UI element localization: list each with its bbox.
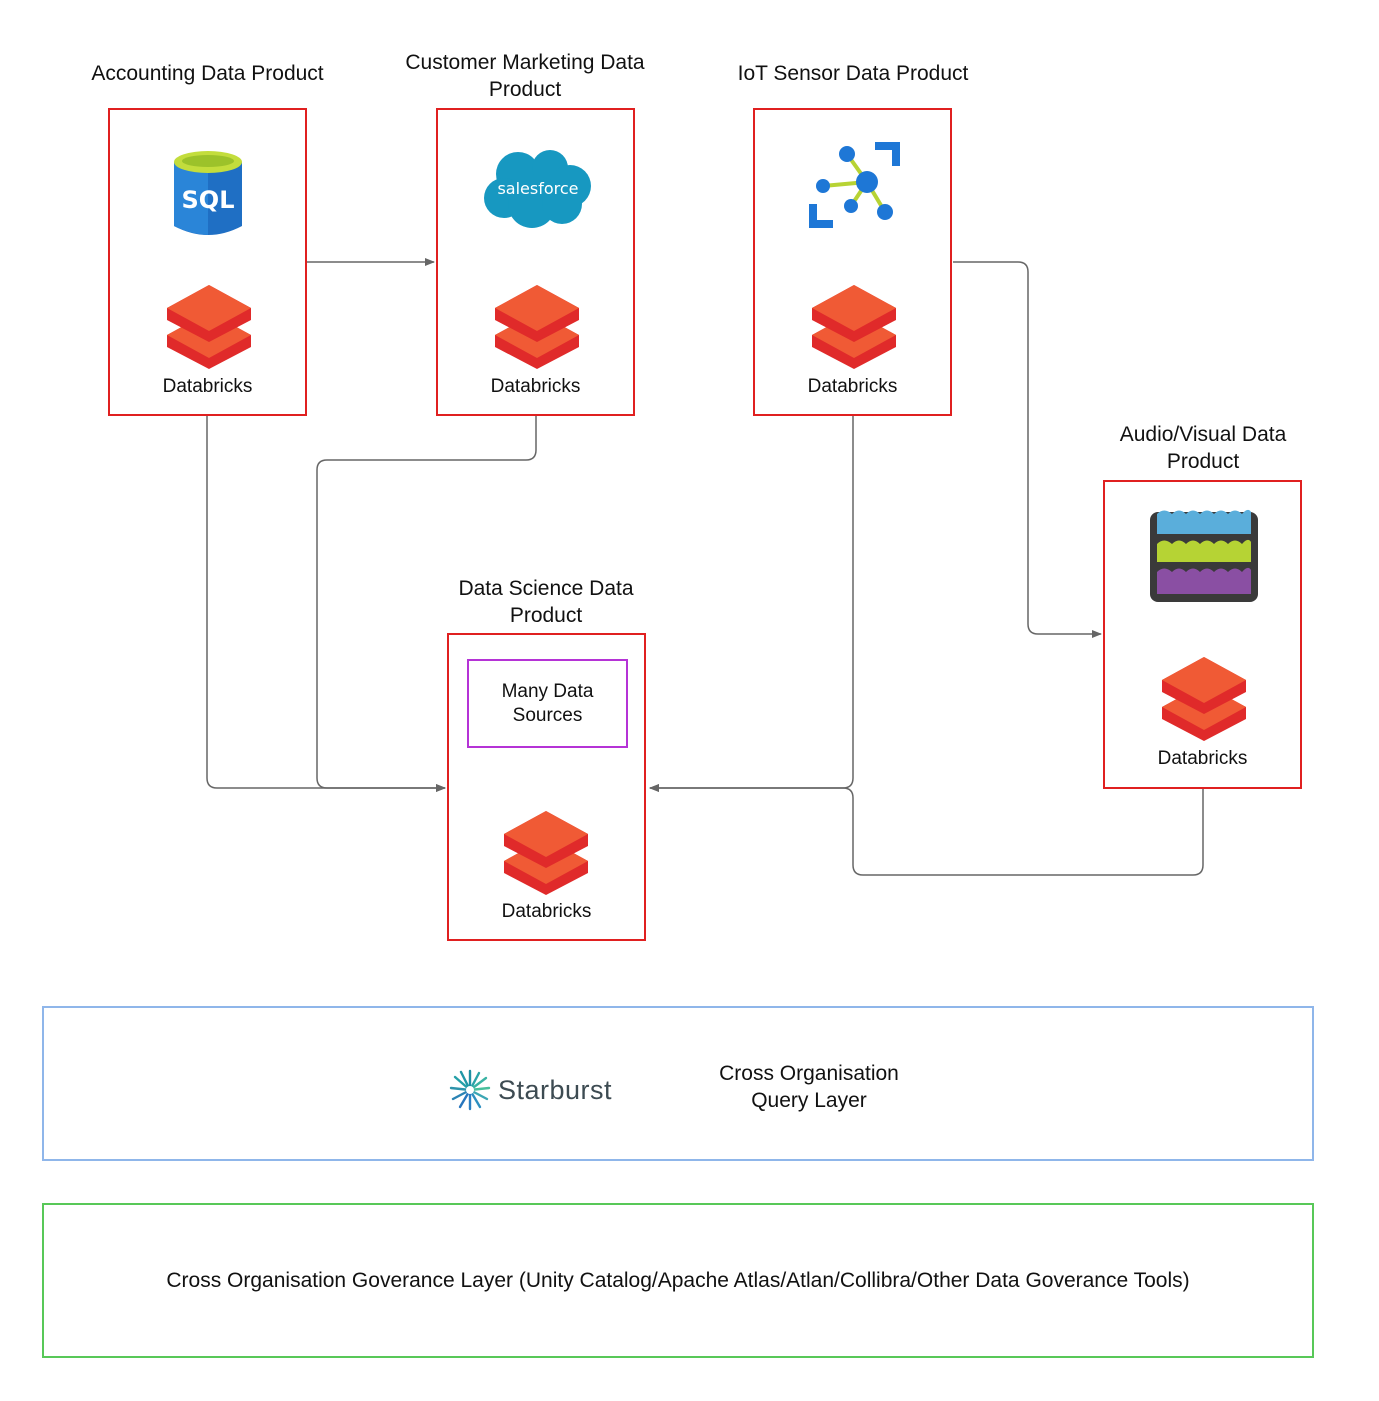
starburst-logo: Starburst [448, 1068, 612, 1112]
starburst-icon [449, 1069, 491, 1111]
science-product-box[interactable]: Many Data Sources Databricks [447, 633, 646, 941]
many-data-sources-box[interactable]: Many Data Sources [467, 659, 628, 748]
science-title: Data Science Data Product [458, 577, 634, 627]
sql-icon-text: SQL [182, 186, 235, 214]
databricks-label: Databricks [162, 376, 253, 397]
connector-audio-to-science [649, 784, 1204, 876]
databricks-icon [167, 285, 251, 369]
marketing-title: Customer Marketing Data Product [405, 51, 645, 101]
query-layer-label: Cross Organisation Query Layer [719, 1062, 899, 1112]
connector-accounting-to-science [206, 416, 446, 792]
databricks-label: Databricks [807, 376, 898, 397]
accounting-product-box[interactable]: SQL Databricks [108, 108, 307, 416]
connector-marketing-to-science [316, 416, 537, 792]
connector-iot-to-science [649, 416, 854, 792]
iot-title: IoT Sensor Data Product [737, 62, 969, 85]
query-layer-box[interactable]: Starburst Cross Organisation Query Layer [42, 1006, 1314, 1161]
connector-iot-to-audio [953, 261, 1102, 638]
databricks-icon [1162, 657, 1246, 741]
databricks-label: Databricks [501, 901, 592, 922]
marketing-product-box[interactable]: salesforce Databricks [436, 108, 635, 416]
iot-network-icon [809, 142, 900, 228]
governance-layer-label: Cross Organisation Goverance Layer (Unit… [166, 1269, 1190, 1292]
databricks-label: Databricks [490, 376, 581, 397]
starburst-logo-text: Starburst [498, 1074, 613, 1105]
databricks-icon [812, 285, 896, 369]
databricks-label: Databricks [1157, 748, 1248, 769]
data-lake-icon [1150, 509, 1258, 602]
databricks-icon [504, 811, 588, 895]
audio-product-box[interactable]: Databricks [1103, 480, 1302, 789]
iot-product-box[interactable]: Databricks [753, 108, 952, 416]
sql-database-icon: SQL [174, 151, 242, 235]
governance-layer-box[interactable]: Cross Organisation Goverance Layer (Unit… [42, 1203, 1314, 1358]
databricks-icon [495, 285, 579, 369]
accounting-title: Accounting Data Product [91, 62, 324, 85]
salesforce-icon: salesforce [484, 150, 591, 228]
audio-title: Audio/Visual Data Product [1119, 423, 1287, 473]
salesforce-icon-text: salesforce [497, 179, 578, 198]
